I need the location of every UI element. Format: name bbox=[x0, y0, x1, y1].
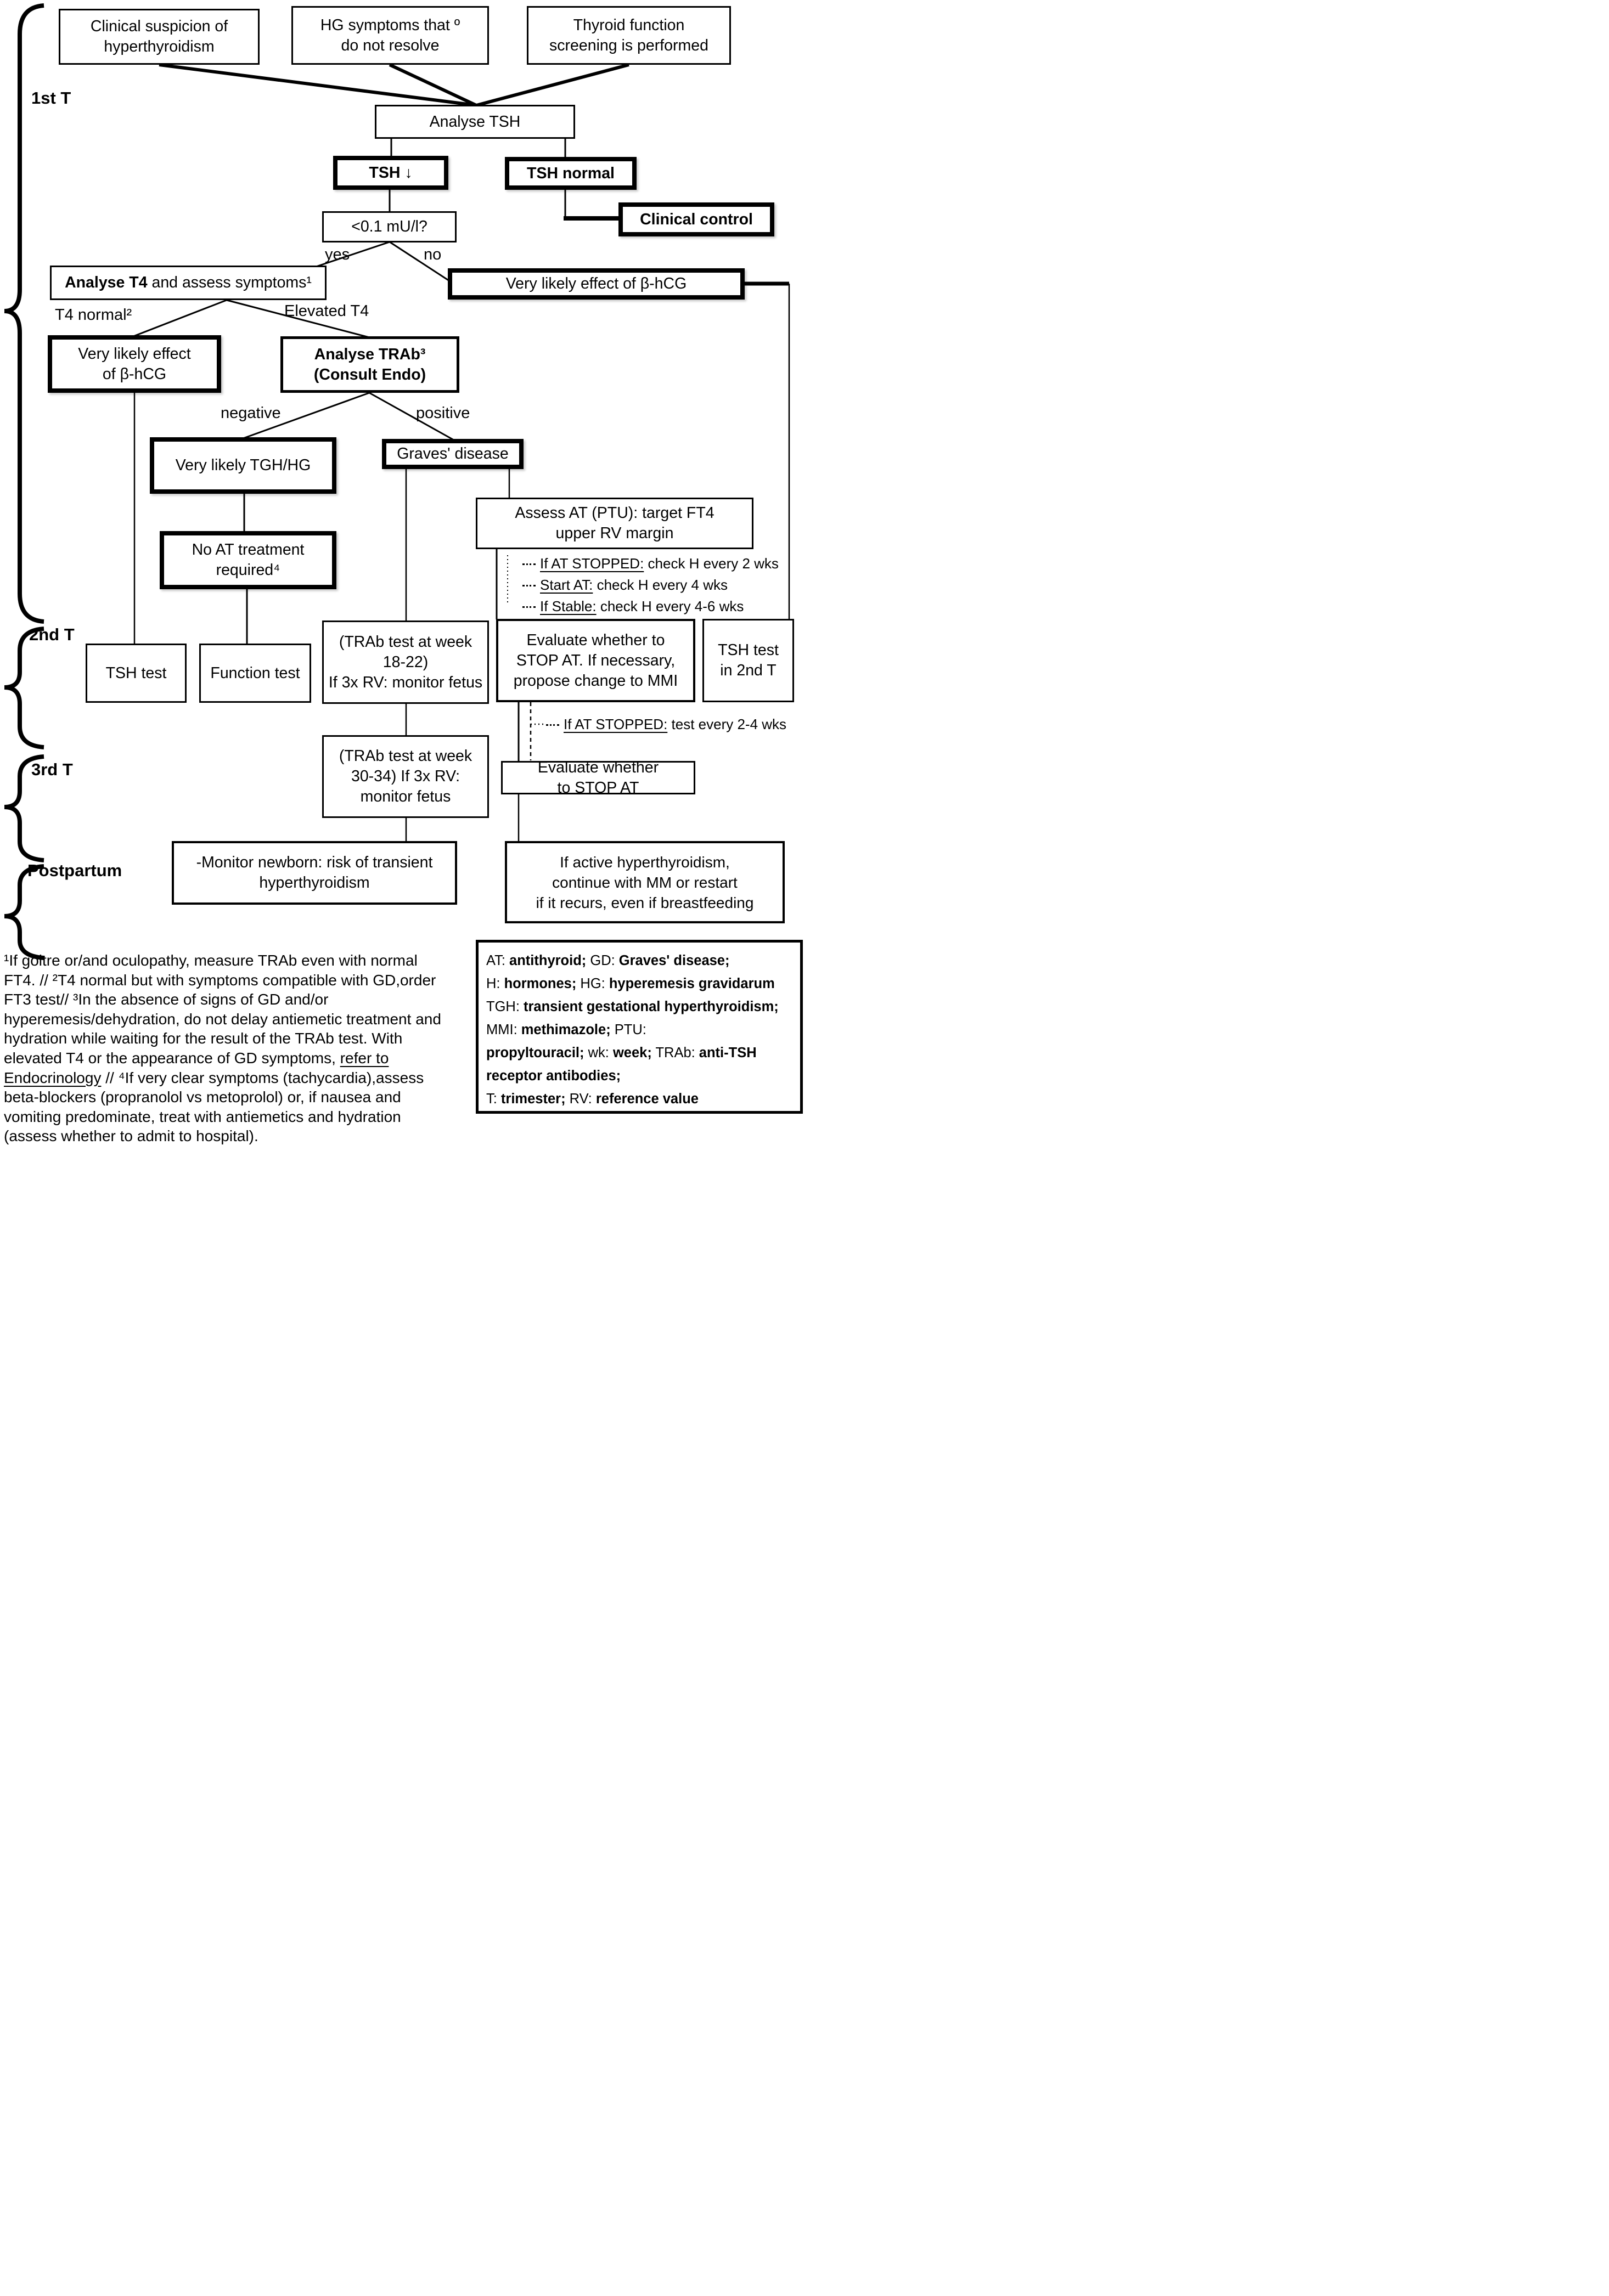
note-stable-46wks: If Stable: check H every 4-6 wks bbox=[522, 598, 744, 615]
legend-segment: RV: bbox=[565, 1091, 592, 1107]
legend-segment: propyltouracil; bbox=[486, 1045, 584, 1060]
legend-segment: anti-TSH bbox=[695, 1045, 757, 1060]
legend-line: AT: antithyroid; GD: Graves' disease; bbox=[486, 949, 792, 972]
legend-segment: antithyroid; bbox=[505, 953, 587, 968]
edge-label-no: no bbox=[424, 246, 442, 263]
note-at-stopped-24wks: If AT STOPPED: test every 2-4 wks bbox=[546, 716, 786, 733]
legend-line: MMI: methimazole; PTU: bbox=[486, 1018, 792, 1041]
brace-2nd-trimester bbox=[4, 627, 44, 749]
legend-line: receptor antibodies; bbox=[486, 1064, 792, 1087]
node-bhcg-effect-right: Very likely effect of β-hCG bbox=[448, 268, 745, 300]
node-trab-18-22: (TRAb test at week 18-22) If 3x RV: moni… bbox=[322, 620, 489, 704]
node-analyse-tsh: Analyse TSH bbox=[375, 105, 575, 139]
brace-3rd-trimester bbox=[4, 754, 44, 862]
legend-segment: methimazole; bbox=[517, 1022, 611, 1037]
node-assess-at: Assess AT (PTU): target FT4 upper RV mar… bbox=[476, 498, 753, 549]
node-thyroid-screening: Thyroid function screening is performed bbox=[527, 6, 731, 65]
legend-line: T: trimester; RV: reference value bbox=[486, 1087, 792, 1110]
node-tsh-test-2nd: TSH test in 2nd T bbox=[702, 619, 794, 702]
legend-segment: PTU: bbox=[610, 1022, 646, 1037]
legend-segment: reference value bbox=[592, 1091, 699, 1107]
node-clinical-control: Clinical control bbox=[618, 202, 774, 236]
legend-line: TGH: transient gestational hyperthyroidi… bbox=[486, 995, 792, 1018]
edge-label-positive: positive bbox=[416, 404, 470, 422]
node-tsh-low: TSH ↓ bbox=[333, 156, 448, 190]
note-rest: test every 2-4 wks bbox=[667, 716, 787, 732]
note-at-stopped-2wks: If AT STOPPED: check H every 2 wks bbox=[522, 555, 779, 572]
legend-segment: wk: bbox=[584, 1045, 609, 1060]
footnote-segment: ¹If goitre or/and oculopathy, measure TR… bbox=[4, 952, 441, 1067]
legend-line: H: hormones; HG: hyperemesis gravidarum bbox=[486, 972, 792, 995]
legend-segment: week; bbox=[609, 1045, 652, 1060]
legend-segment: HG: bbox=[576, 976, 605, 991]
node-function-test: Function test bbox=[199, 644, 311, 703]
brace-postpartum bbox=[4, 864, 44, 960]
legend-segment: TRAb: bbox=[651, 1045, 695, 1060]
analyse-t4-rest: and assess symptoms¹ bbox=[147, 274, 312, 291]
node-bhcg-effect-left: Very likely effect of β-hCG bbox=[48, 335, 221, 393]
legend-segment: trimester; bbox=[497, 1091, 566, 1107]
note-start-at-4wks: Start AT: check H every 4 wks bbox=[522, 577, 728, 594]
legend-segment: GD: bbox=[586, 953, 615, 968]
node-tsh-test: TSH test bbox=[86, 644, 187, 703]
node-trab-30-34: (TRAb test at week 30-34) If 3x RV: moni… bbox=[322, 735, 489, 818]
node-hg-symptoms: HG symptoms that º do not resolve bbox=[291, 6, 489, 65]
legend-segment: hormones; bbox=[500, 976, 577, 991]
section-label-3rd-trimester: 3rd T bbox=[31, 760, 73, 779]
node-graves-disease: Graves' disease bbox=[382, 439, 524, 469]
node-evaluate-stop-at-2nd: Evaluate whether to STOP AT. If necessar… bbox=[496, 619, 695, 702]
legend-segment: receptor antibodies; bbox=[486, 1068, 621, 1084]
node-tgh-hg: Very likely TGH/HG bbox=[150, 437, 336, 494]
edge-label-negative: negative bbox=[221, 404, 281, 422]
node-analyse-trab: Analyse TRAb³ (Consult Endo) bbox=[280, 336, 459, 393]
note-lead: If Stable: bbox=[540, 598, 597, 614]
section-label-1st-trimester: 1st T bbox=[31, 88, 71, 108]
legend-segment: TGH: bbox=[486, 999, 520, 1014]
connector-lines bbox=[4, 3, 790, 960]
legend-segment: AT: bbox=[486, 953, 505, 968]
legend-segment: Graves' disease; bbox=[615, 953, 730, 968]
note-rest: check H every 2 wks bbox=[644, 555, 779, 572]
analyse-t4-bold: Analyse T4 bbox=[65, 274, 148, 291]
node-analyse-t4: Analyse T4 and assess symptoms¹ bbox=[50, 266, 327, 300]
footnotes: ¹If goitre or/and oculopathy, measure TR… bbox=[4, 951, 443, 1146]
footnote-segment: refer to Endocrinology bbox=[4, 1049, 389, 1086]
note-lead: If AT STOPPED: bbox=[540, 555, 644, 572]
node-no-at-treatment: No AT treatment required⁴ bbox=[160, 531, 336, 589]
edge-label-yes: yes bbox=[325, 246, 350, 263]
flowchart-canvas: 1st T 2nd T 3rd T Postpartum Clinical su… bbox=[0, 0, 804, 1148]
section-label-postpartum: Postpartum bbox=[27, 861, 122, 880]
legend-segment: transient gestational hyperthyroidism; bbox=[519, 999, 779, 1014]
node-active-hyperthyroidism: If active hyperthyroidism, continue with… bbox=[505, 841, 785, 923]
legend-line: propyltouracil; wk: week; TRAb: anti-TSH bbox=[486, 1041, 792, 1064]
legend-segment: T: bbox=[486, 1091, 497, 1107]
note-rest: check H every 4-6 wks bbox=[596, 598, 744, 614]
note-lead: If AT STOPPED: bbox=[564, 716, 668, 732]
node-clinical-suspicion: Clinical suspicion of hyperthyroidism bbox=[59, 9, 260, 65]
footnote-segment: // ⁴If very clear symptoms (tachycardia)… bbox=[4, 1069, 424, 1145]
node-tsh-threshold: <0.1 mU/l? bbox=[322, 211, 457, 242]
legend-segment: H: bbox=[486, 976, 500, 991]
brace-1st-trimester bbox=[4, 3, 44, 624]
section-label-2nd-trimester: 2nd T bbox=[29, 625, 75, 644]
note-lead: Start AT: bbox=[540, 577, 593, 593]
edge-label-elevated-t4: Elevated T4 bbox=[284, 302, 369, 320]
edge-label-t4-normal: T4 normal² bbox=[55, 306, 132, 324]
legend-segment: hyperemesis gravidarum bbox=[605, 976, 775, 991]
node-monitor-newborn: -Monitor newborn: risk of transient hype… bbox=[172, 841, 457, 905]
legend-box: AT: antithyroid; GD: Graves' disease;H: … bbox=[476, 940, 803, 1114]
note-rest: check H every 4 wks bbox=[593, 577, 728, 593]
node-tsh-normal: TSH normal bbox=[505, 157, 637, 190]
legend-segment: MMI: bbox=[486, 1022, 517, 1037]
node-evaluate-stop-at-3rd: Evaluate whether to STOP AT bbox=[501, 759, 695, 797]
